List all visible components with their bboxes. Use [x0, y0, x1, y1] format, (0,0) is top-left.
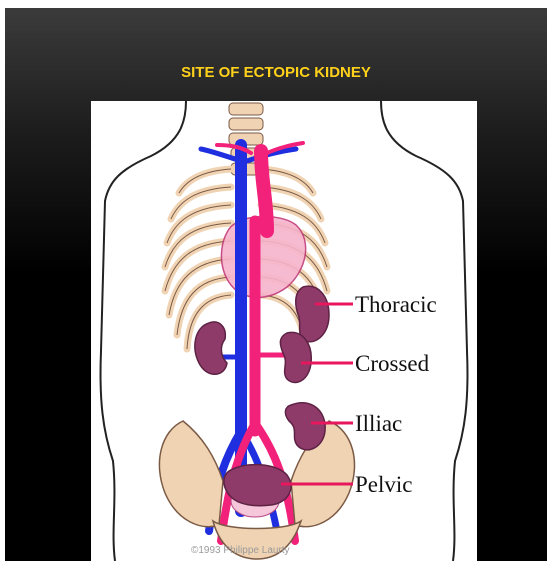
- label-crossed: Crossed: [355, 351, 430, 376]
- kidney-crossed: [280, 332, 311, 382]
- label-illiac: Illiac: [355, 411, 402, 436]
- kidney-normal-left: [195, 322, 227, 374]
- label-thoracic: Thoracic: [355, 292, 437, 317]
- kidney-illiac: [285, 403, 325, 450]
- slide-title: SITE OF ECTOPIC KIDNEY: [5, 64, 547, 81]
- kidney-pelvic: [224, 465, 291, 506]
- image-credit: ©1993 Philippe Laurty: [191, 545, 290, 556]
- kidney-thoracic: [296, 286, 329, 342]
- label-pelvic: Pelvic: [355, 472, 413, 497]
- ectopic-kidney-illustration: Thoracic Crossed Illiac Pelvic ©1993 Phi…: [91, 101, 477, 561]
- slide: SITE OF ECTOPIC KIDNEY: [5, 8, 547, 561]
